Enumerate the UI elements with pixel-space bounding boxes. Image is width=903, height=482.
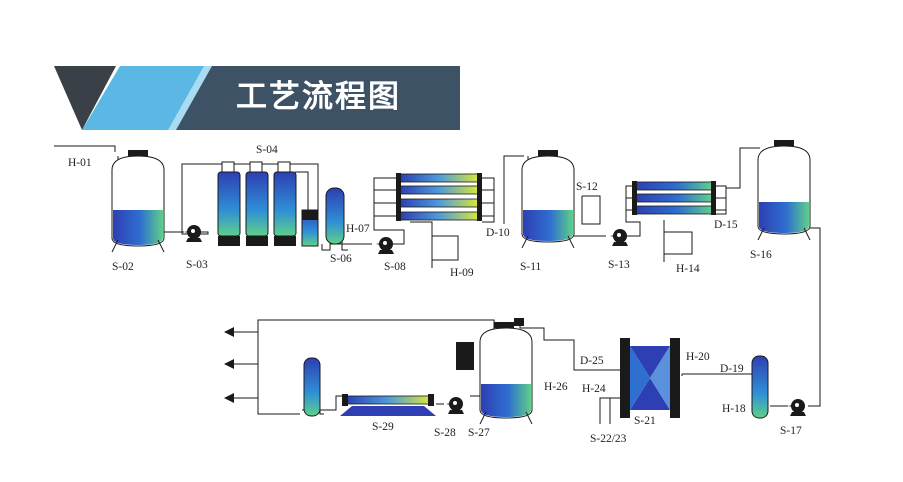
label-s12: S-12 xyxy=(576,181,598,193)
label-s13: S-13 xyxy=(608,259,630,271)
label-h24: H-24 xyxy=(582,383,606,395)
label-s06: S-06 xyxy=(330,253,352,265)
label-s29: S-29 xyxy=(372,421,394,433)
pure-water-tank xyxy=(757,140,811,241)
label-s2223: S-22/23 xyxy=(590,433,627,445)
label-h14: H-14 xyxy=(676,263,700,275)
equipment-labels: H-01 S-02 S-03 S-04 S-06 H-07 S-08 H-09 … xyxy=(68,144,802,445)
banner-light-edge xyxy=(168,66,212,130)
label-d19: D-19 xyxy=(720,363,744,375)
label-d15: D-15 xyxy=(714,219,738,231)
outlet-arrows xyxy=(224,327,234,403)
label-h26: H-26 xyxy=(544,381,568,393)
label-s04: S-04 xyxy=(256,144,278,156)
label-d25: D-25 xyxy=(580,355,604,367)
pump-s13 xyxy=(610,229,628,246)
banner-title-bar xyxy=(166,66,460,130)
ro-membranes-stage-1 xyxy=(396,173,482,221)
label-s17: S-17 xyxy=(780,425,802,437)
cartridge-filter xyxy=(325,187,345,245)
pump-s08 xyxy=(376,237,394,254)
outlet-arrow-icon xyxy=(224,359,234,369)
label-h09: H-09 xyxy=(450,267,474,279)
label-h01: H-01 xyxy=(68,157,92,169)
intermediate-tank xyxy=(521,150,575,249)
label-s27: S-27 xyxy=(468,427,490,439)
title-banner xyxy=(54,66,460,130)
outlet-arrow-icon xyxy=(224,393,234,403)
ro-membranes-stage-2 xyxy=(632,181,716,215)
label-s08: S-08 xyxy=(384,261,406,273)
uv-sterilizer xyxy=(340,394,436,416)
label-s28: S-28 xyxy=(434,427,456,439)
label-s03: S-03 xyxy=(186,259,208,271)
label-h20: H-20 xyxy=(686,351,710,363)
label-s02: S-02 xyxy=(112,261,134,273)
page-title: 工艺流程图 xyxy=(236,79,401,115)
final-filter xyxy=(303,357,321,417)
filter-columns xyxy=(217,161,319,247)
label-s16: S-16 xyxy=(750,249,772,261)
label-h18: H-18 xyxy=(722,403,746,415)
product-tank xyxy=(456,318,533,425)
outlet-arrow-icon xyxy=(224,327,234,337)
pump-s17 xyxy=(788,399,806,416)
label-d10: D-10 xyxy=(486,227,510,239)
label-h07: H-07 xyxy=(346,223,370,235)
label-s11: S-11 xyxy=(520,261,542,273)
label-s21: S-21 xyxy=(634,415,656,427)
banner-dark-triangle xyxy=(54,66,116,130)
raw-water-tank xyxy=(111,150,165,253)
polishing-filter xyxy=(751,355,769,419)
pump-s28 xyxy=(446,397,464,414)
exchanger-unit xyxy=(620,338,680,418)
